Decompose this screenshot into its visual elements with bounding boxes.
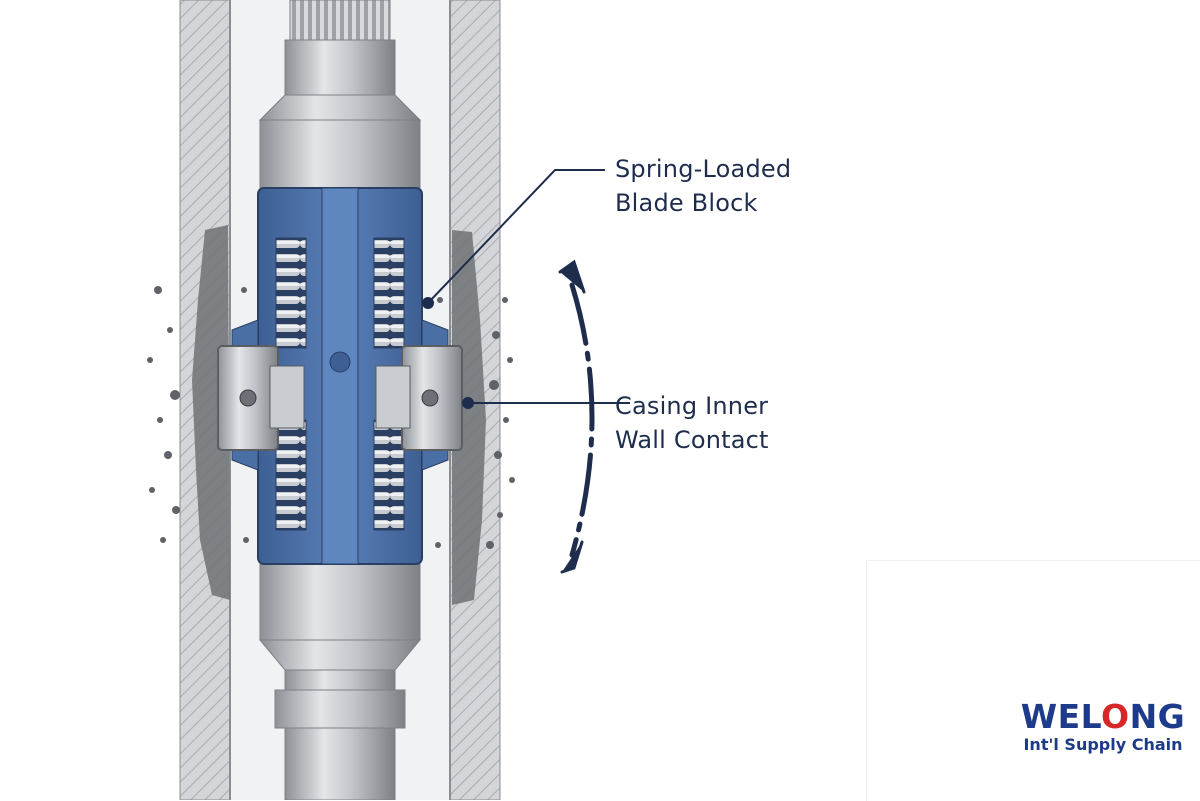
callout-wall-contact: Casing Inner Wall Contact: [615, 389, 769, 457]
blade-blocks: [217, 345, 463, 451]
screw-left: [239, 389, 257, 407]
logo-wordmark: WELONG: [1008, 699, 1198, 735]
mandrel: [258, 0, 422, 800]
spring-lower-left: [275, 419, 307, 531]
callout-contact-line-1: Casing Inner: [615, 392, 769, 420]
callout-blade-line-2: Blade Block: [615, 189, 758, 217]
spring-upper-left: [275, 237, 307, 349]
callout-blade-block: Spring-Loaded Blade Block: [615, 152, 791, 220]
leader-lines: [422, 169, 630, 409]
callout-blade-line-1: Spring-Loaded: [615, 155, 792, 183]
cement-debris: [147, 225, 515, 605]
spring-upper-right: [373, 237, 405, 349]
logo-tagline: Int'l Supply Chain: [1023, 735, 1183, 754]
logo-word-end: NG: [1129, 697, 1186, 736]
motion-arrow-icon: [558, 259, 595, 574]
logo-word-o: O: [1101, 697, 1130, 736]
logo-word-start: WEL: [1020, 697, 1101, 736]
springs: [275, 237, 405, 531]
logo-panel: [866, 560, 1200, 801]
spring-lower-right: [373, 419, 405, 531]
callout-contact-line-2: Wall Contact: [615, 426, 769, 454]
screw-right: [421, 389, 439, 407]
leader-blade: [427, 169, 605, 304]
welong-logo: WELONG Int'l Supply Chain: [1008, 699, 1198, 755]
